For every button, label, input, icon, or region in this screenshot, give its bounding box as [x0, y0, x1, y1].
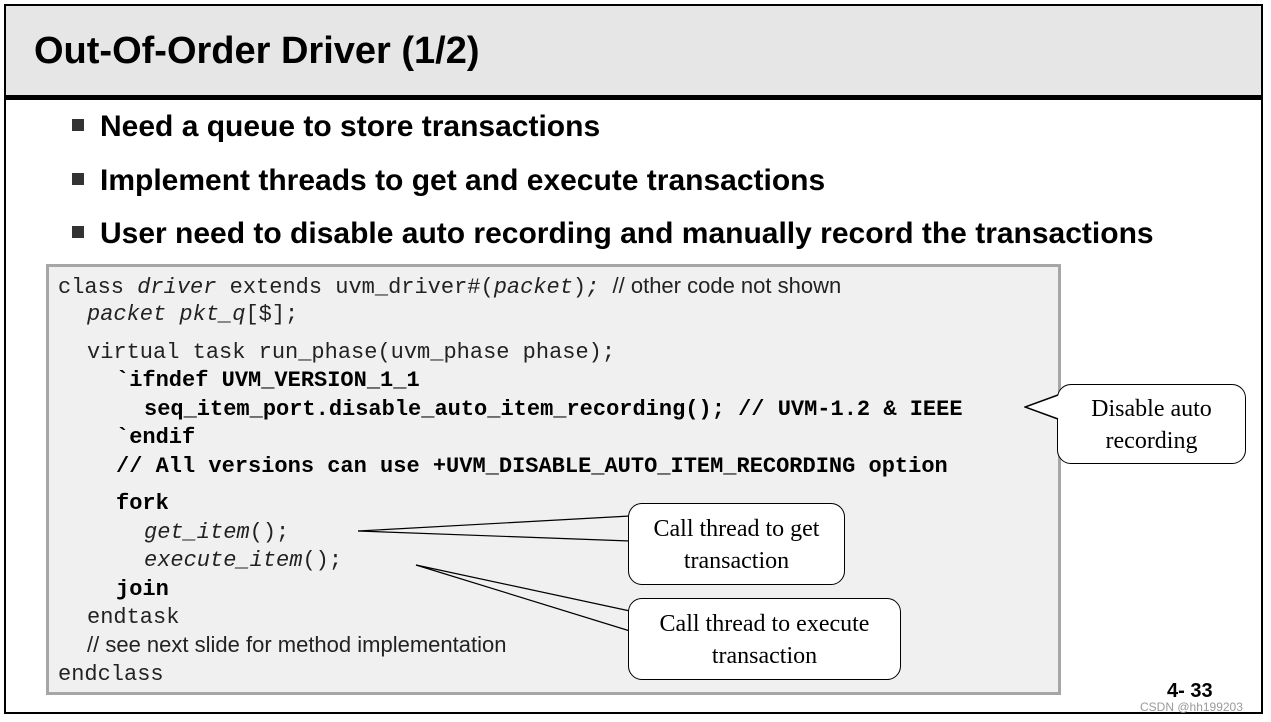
bullet-text: User need to disable auto recording and …: [100, 217, 1154, 250]
bullet-text: Need a queue to store transactions: [100, 110, 601, 143]
code-line: endtask: [87, 605, 180, 630]
code-line: endclass: [58, 662, 164, 687]
code-line: `ifndef UVM_VERSION_1_1: [116, 368, 420, 393]
square-bullet-icon: [72, 173, 84, 186]
slide-title: Out-Of-Order Driver (1/2): [34, 30, 480, 72]
code-line: `endif: [116, 425, 196, 450]
code-line: // All versions can use +UVM_DISABLE_AUT…: [116, 454, 948, 479]
page-number: 4- 33: [1167, 680, 1213, 702]
bullet-text: Implement threads to get and execute tra…: [100, 164, 826, 197]
code-line: class driver extends uvm_driver#(packet)…: [58, 273, 842, 300]
code-line: packet pkt_q[$];: [87, 302, 299, 327]
callout-tail-icon: [1024, 394, 1059, 420]
code-line: join: [116, 577, 169, 602]
watermark: CSDN @hh199203: [1140, 700, 1243, 714]
code-line: // see next slide for method implementat…: [87, 632, 507, 657]
code-line: seq_item_port.disable_auto_item_recordin…: [144, 397, 963, 422]
bullet-item: Implement threads to get and execute tra…: [72, 166, 825, 196]
code-line: execute_item();: [144, 548, 343, 573]
code-line: fork: [116, 491, 169, 516]
bullet-item: Need a queue to store transactions: [72, 112, 600, 142]
title-bar: Out-Of-Order Driver (1/2): [6, 6, 1261, 100]
square-bullet-icon: [72, 226, 84, 239]
square-bullet-icon: [72, 119, 84, 132]
code-line: get_item();: [144, 520, 290, 545]
bullet-item: User need to disable auto recording and …: [72, 219, 1154, 249]
code-line: virtual task run_phase(uvm_phase phase);: [87, 340, 616, 365]
code-box: class driver extends uvm_driver#(packet)…: [46, 264, 1061, 695]
